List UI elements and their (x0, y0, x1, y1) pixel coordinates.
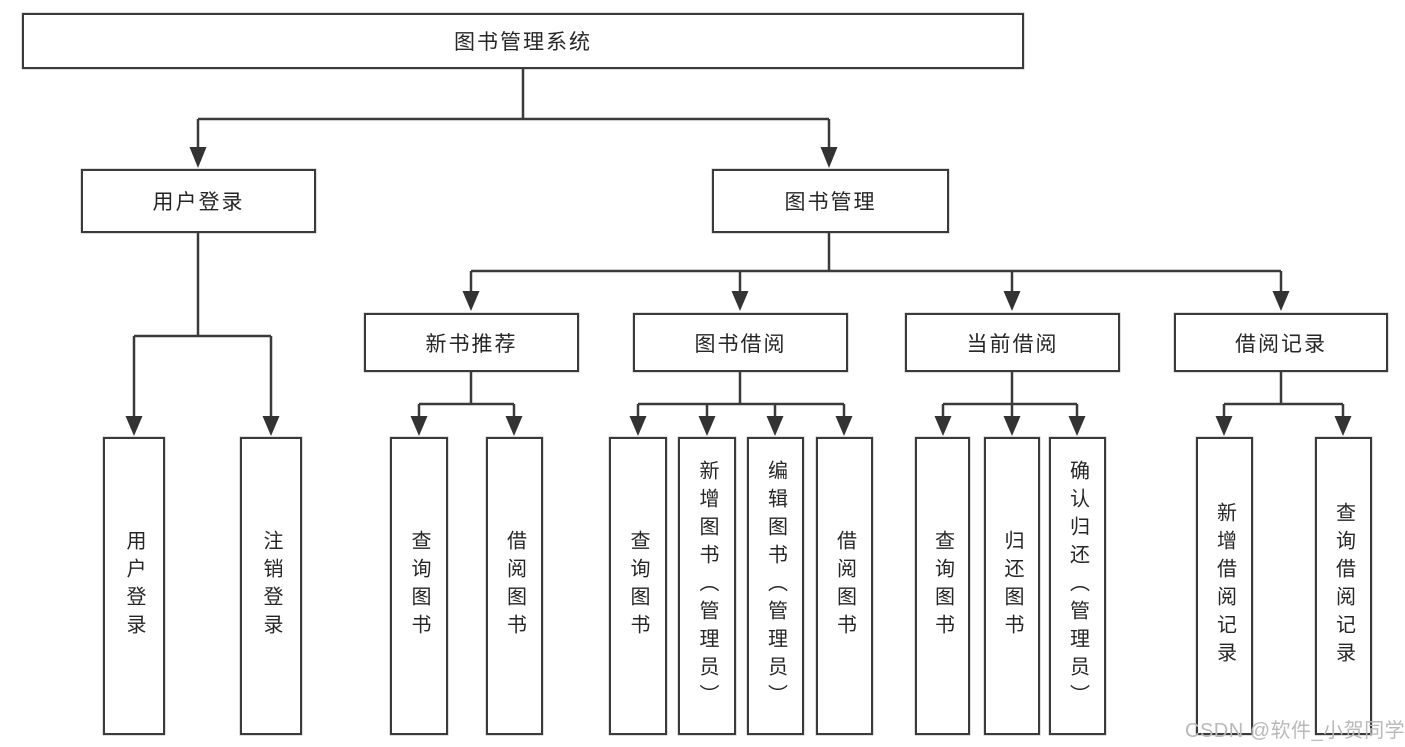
leaf-records-add-record: 新增借阅记录 (1196, 437, 1253, 735)
leaf-borrowing-edit-books-label: 编辑图书（管理员） (764, 460, 787, 712)
leaf-logout-label: 注销登录 (260, 530, 282, 642)
leaf-borrowing-add-books-label: 新增图书（管理员） (696, 460, 718, 712)
leaf-current-confirm-return-label: 确认归还（管理员） (1066, 460, 1089, 712)
leaf-user-login: 用户登录 (103, 437, 165, 735)
leaf-records-query-record-label: 查询借阅记录 (1332, 502, 1355, 670)
leaf-borrowing-borrow-books: 借阅图书 (816, 437, 873, 735)
node-user-login-label: 用户登录 (152, 191, 245, 214)
node-new-book-recommend-label: 新书推荐 (425, 332, 518, 356)
node-book-management: 图书管理 (712, 169, 949, 233)
leaf-borrowing-add-books: 新增图书（管理员） (678, 437, 736, 735)
leaf-borrowing-query-books-label: 查询图书 (627, 530, 649, 642)
node-root-label: 图书管理系统 (454, 31, 592, 54)
leaf-borrowing-edit-books: 编辑图书（管理员） (747, 437, 804, 735)
node-book-borrowing: 图书借阅 (633, 313, 848, 372)
leaf-recommend-query-books: 查询图书 (390, 437, 448, 735)
leaf-current-return-books: 归还图书 (984, 437, 1040, 735)
leaf-records-add-record-label: 新增借阅记录 (1213, 502, 1236, 670)
arrowheads (125, 147, 1352, 436)
node-root: 图书管理系统 (22, 13, 1024, 69)
node-new-book-recommend: 新书推荐 (364, 313, 579, 372)
node-user-login: 用户登录 (81, 169, 316, 233)
leaf-current-confirm-return: 确认归还（管理员） (1049, 437, 1106, 735)
leaf-records-query-record: 查询借阅记录 (1315, 437, 1372, 735)
leaf-current-return-books-label: 归还图书 (1001, 530, 1023, 642)
csdn-watermark: CSDN @软件_小贺同学 (1185, 720, 1405, 742)
leaf-current-query-books-label: 查询图书 (931, 530, 954, 642)
node-book-management-label: 图书管理 (784, 191, 877, 214)
node-borrowing-records: 借阅记录 (1174, 313, 1388, 372)
leaf-logout: 注销登录 (240, 437, 302, 735)
leaf-current-query-books: 查询图书 (915, 437, 970, 735)
leaf-recommend-query-books-label: 查询图书 (408, 530, 430, 642)
leaf-recommend-borrow-books-label: 借阅图书 (503, 530, 526, 642)
leaf-borrowing-borrow-books-label: 借阅图书 (833, 530, 856, 642)
leaf-borrowing-query-books: 查询图书 (609, 437, 667, 735)
leaf-user-login-label: 用户登录 (123, 530, 145, 642)
node-borrowing-records-label: 借阅记录 (1235, 332, 1327, 356)
node-current-borrowing: 当前借阅 (905, 313, 1120, 372)
node-book-borrowing-label: 图书借阅 (694, 332, 787, 356)
leaf-recommend-borrow-books: 借阅图书 (486, 437, 543, 735)
node-current-borrowing-label: 当前借阅 (966, 332, 1059, 356)
